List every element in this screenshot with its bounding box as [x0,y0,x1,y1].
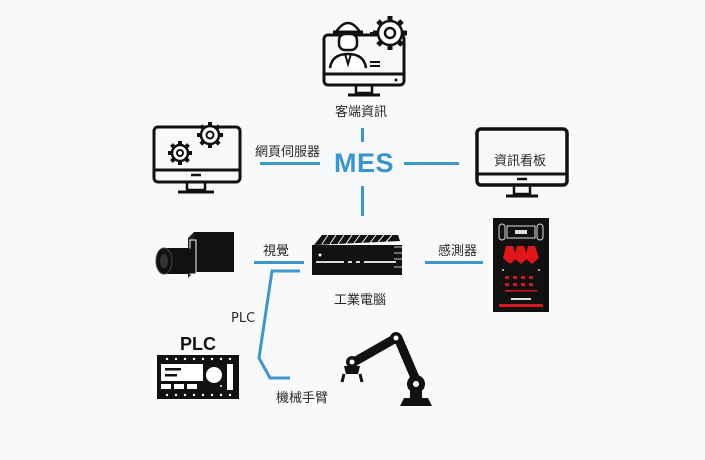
monitor-gears-icon [152,122,242,194]
node-label-client-info: 客端資訊 [335,105,388,120]
connector-mes-client [361,128,364,142]
node-label-robot-arm: 機械手臂 [276,391,329,406]
node-label-vision: 視覺 [263,244,290,259]
connector-pc-sensor [425,261,483,264]
node-label-info-board: 資訊看板 [494,154,547,169]
connector-pc-plc-robot-path [257,269,300,380]
node-label-industrial-pc: 工業電腦 [334,293,387,308]
node-label-sensor: 感測器 [438,244,478,259]
industrial-pc-icon [312,234,402,275]
robot-arm-icon [340,332,432,406]
mes-center-label: MES [334,148,395,178]
industrial-camera-icon [155,232,234,278]
node-label-web-server: 網頁伺服器 [255,145,321,160]
plc-icon: PLC [157,335,239,399]
connector-mes-industrial-pc [361,186,364,216]
connector-mes-web-server [260,162,320,165]
engineer-monitor-gear-icon [322,16,407,97]
monitor-icon [475,127,569,198]
sensor-board-icon [493,218,549,312]
plc-device-text: PLC [180,334,216,354]
connector-mes-info-board [404,162,459,165]
node-label-plc-link: PLC [231,311,256,326]
connector-pc-vision [254,261,304,264]
